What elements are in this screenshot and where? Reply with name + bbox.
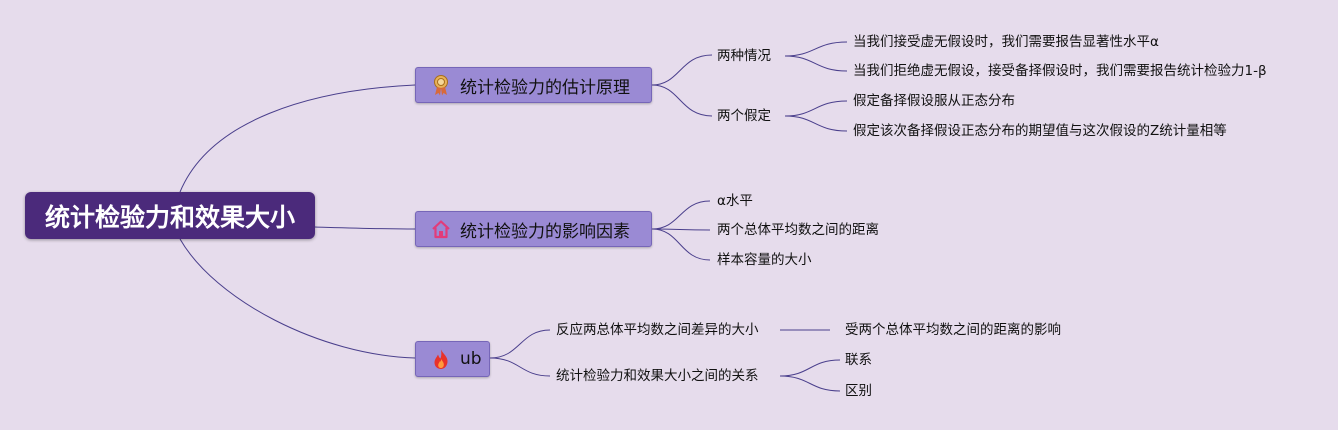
connector-c2-g1 [784, 100, 848, 117]
connector-b1-c2 [651, 84, 713, 117]
connector-b3-c2 [489, 357, 551, 377]
subtopic-connection[interactable]: 联系 [845, 352, 872, 368]
connector-b2-c2 [651, 228, 711, 231]
branch-label: ub [460, 349, 482, 369]
connector-root-branch-2 [314, 226, 416, 230]
connector-root-branch-1 [179, 84, 416, 193]
topic-mean-distance[interactable]: 两个总体平均数之间的距离 [717, 222, 879, 238]
home-icon [430, 218, 452, 240]
connector-b3-c1 [489, 329, 551, 359]
branch-influencing-factors[interactable]: 统计检验力的影响因素 [415, 211, 652, 247]
subtopic-normal-distribution[interactable]: 假定备择假设服从正态分布 [853, 93, 1015, 109]
root-topic[interactable]: 统计检验力和效果大小 [25, 192, 315, 239]
connector-b3c2-g1 [779, 359, 841, 377]
topic-power-effect-relationship[interactable]: 统计检验力和效果大小之间的关系 [556, 368, 759, 384]
topic-two-assumptions[interactable]: 两个假定 [717, 108, 771, 124]
branch-ub[interactable]: ub [415, 341, 490, 377]
topic-reflects-mean-difference[interactable]: 反应两总体平均数之间差异的大小 [556, 322, 759, 338]
topic-sample-size[interactable]: 样本容量的大小 [717, 252, 812, 268]
connector-root-branch-3 [179, 238, 416, 359]
connector-c1-g1 [784, 41, 848, 57]
subtopic-affected-by-distance[interactable]: 受两个总体平均数之间的距离的影响 [845, 322, 1061, 338]
award-badge-icon [430, 74, 452, 96]
connector-b2-c3 [651, 228, 711, 261]
connector-b3c2-g2 [779, 375, 841, 392]
subtopic-expected-equals-z[interactable]: 假定该次备择假设正态分布的期望值与这次假设的Z统计量相等 [853, 123, 1227, 139]
fire-icon [430, 348, 452, 370]
topic-two-situations[interactable]: 两种情况 [717, 48, 771, 64]
connector-b2-c1 [651, 200, 711, 230]
connector-c1-g2 [784, 55, 848, 72]
branch-label: 统计检验力的影响因素 [460, 221, 630, 242]
connector-b1-c1 [651, 54, 713, 86]
subtopic-difference[interactable]: 区别 [845, 383, 872, 399]
branch-estimation-principle[interactable]: 统计检验力的估计原理 [415, 67, 652, 103]
topic-alpha-level[interactable]: α水平 [717, 193, 753, 209]
subtopic-accept-null[interactable]: 当我们接受虚无假设时，我们需要报告显著性水平α [853, 34, 1159, 50]
connector-c2-g2 [784, 115, 848, 132]
branch-label: 统计检验力的估计原理 [460, 77, 630, 98]
subtopic-reject-null[interactable]: 当我们拒绝虚无假设，接受备择假设时，我们需要报告统计检验力1-β [853, 63, 1267, 79]
